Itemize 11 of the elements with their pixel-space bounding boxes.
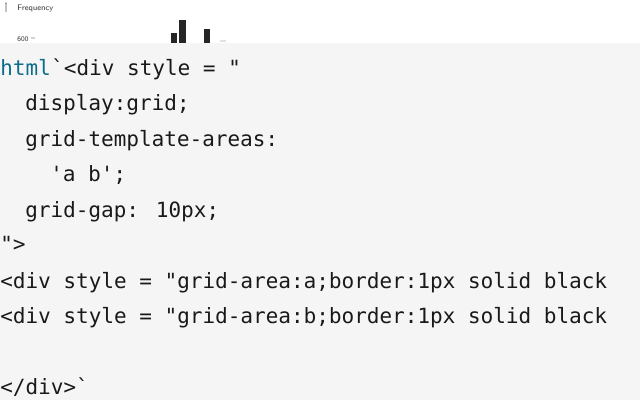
- code-line: display:grid;: [26, 94, 185, 115]
- code-line: `<div style = ": [54, 58, 238, 80]
- axis-label: Frequency: [18, 4, 54, 12]
- code-keyword: html: [2, 58, 49, 75]
- code-line: <div style = "grid-area:b;border:1px solid black: [1, 306, 607, 328]
- code-line: ">: [4, 236, 25, 250]
- code-line: grid-gap: 10px;: [26, 201, 214, 222]
- code-line: 'a b';: [56, 165, 122, 184]
- code-line: </div>`: [1, 377, 84, 396]
- code-line: grid-template-areas:: [26, 130, 273, 151]
- code-line: <div style = "grid-area:a;border:1px solid black: [1, 272, 607, 293]
